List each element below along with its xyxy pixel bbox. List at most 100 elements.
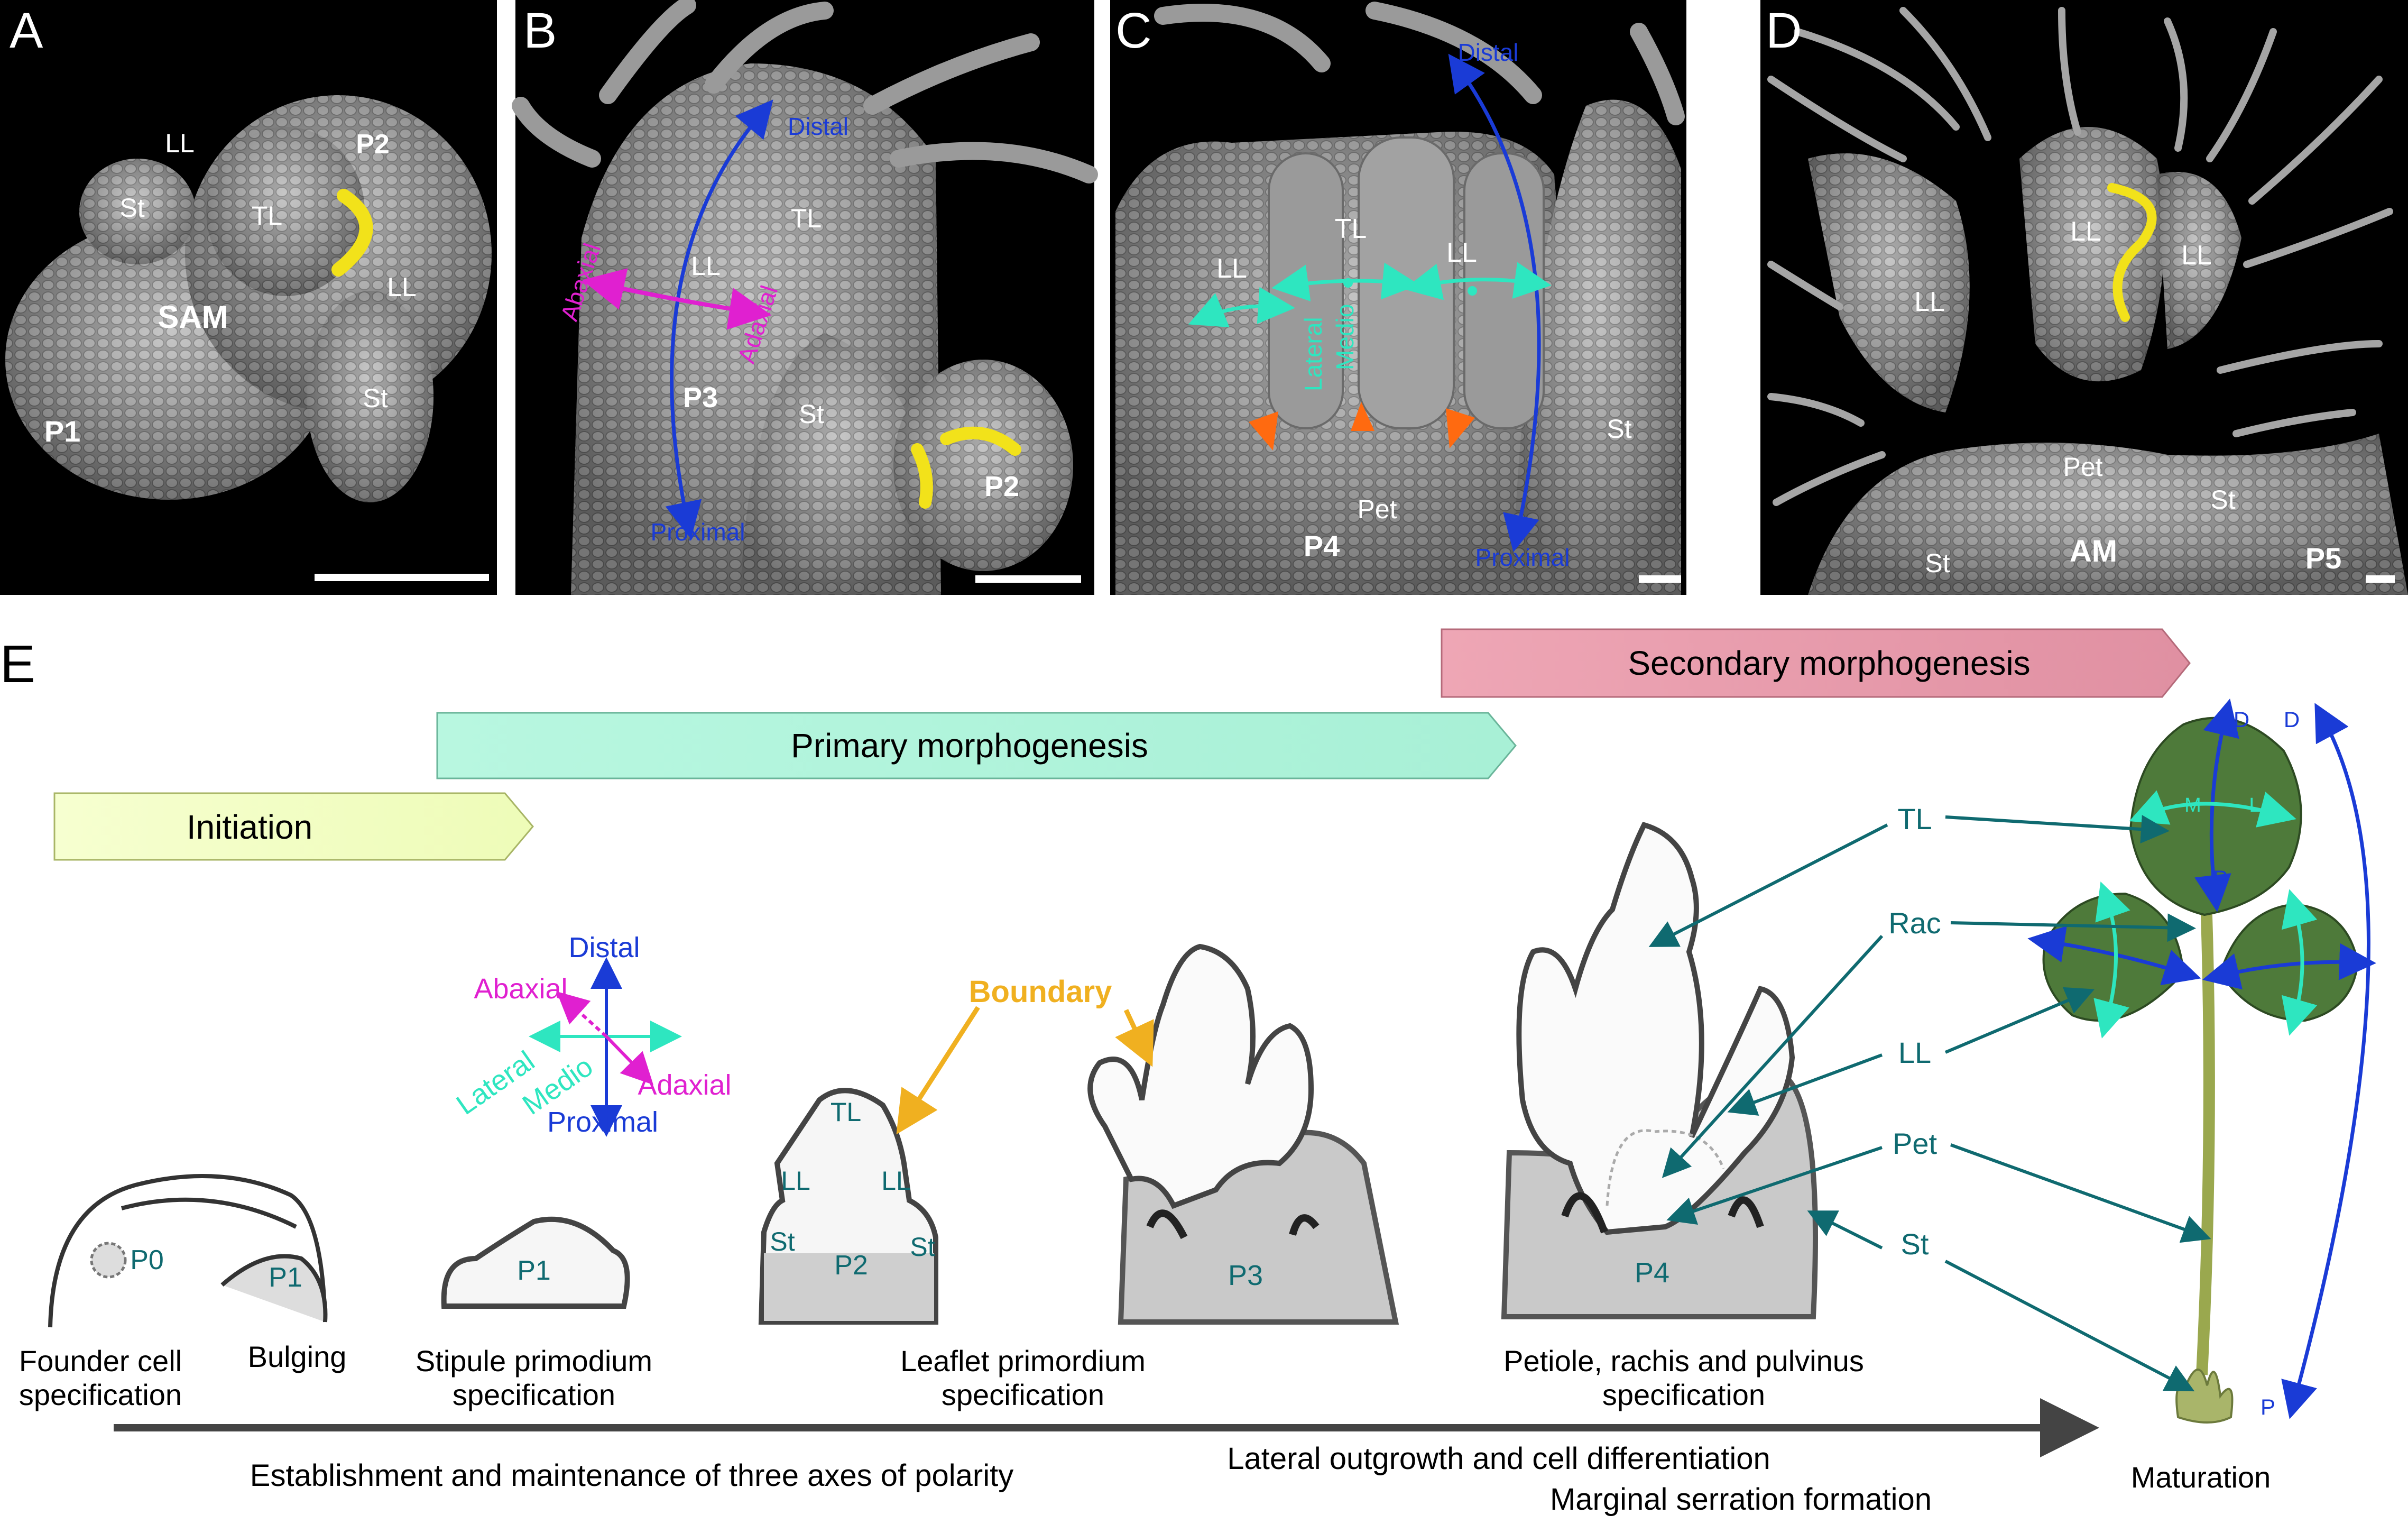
label-d-0: LL: [2070, 216, 2101, 247]
label-c-5: Medio: [1331, 304, 1359, 370]
phase-secondary-label: Secondary morphogenesis: [1628, 644, 2030, 682]
leaf-part-tl: TL: [1897, 802, 1932, 836]
pointer-pet-leaf: [1950, 1143, 2211, 1243]
caption-maturation: Maturation: [2131, 1461, 2271, 1494]
pointer-tl-p4: [1648, 823, 1888, 947]
label-c-9: Proximal: [1475, 544, 1570, 571]
panel-b: B Distal TL Abaxial LL Adaxial P3 St P2 …: [512, 0, 1098, 595]
axis-proximal-label: Proximal: [547, 1106, 658, 1138]
label-c-1: TL: [1335, 214, 1367, 244]
label-a-7: P1: [44, 415, 81, 448]
midrib-dot-c1: [1343, 278, 1353, 288]
pointer-rac-leaf: [1950, 913, 2196, 942]
leaf-axis-d2: D: [2284, 707, 2300, 732]
phase-primary-bar: [436, 712, 1517, 779]
scale-bar-b: [975, 575, 1081, 583]
sinus-arrowhead-c1: [1249, 411, 1278, 451]
label-b-5: P3: [683, 382, 718, 414]
boundary-arrow-1: [896, 1006, 980, 1135]
p4-pulvinus-outline: [1606, 1129, 1725, 1206]
p1-primordium-shape: [441, 1216, 630, 1309]
label-b-0: Distal: [788, 113, 848, 140]
leaf-axis-d1: D: [2234, 707, 2249, 732]
sem-primordium-b: [512, 0, 1098, 595]
label-a-3: TL: [252, 201, 282, 231]
caption-founder-1: Founder cell: [19, 1344, 182, 1378]
p4-sinus-right: [1728, 1196, 1764, 1228]
panel-d: D LL LL LL Pet St St AM P5: [1760, 0, 2408, 595]
label-b-1: TL: [791, 204, 822, 233]
p2-base: [764, 1253, 934, 1321]
label-c-0: Distal: [1457, 39, 1518, 66]
axis-distal-label: Distal: [568, 932, 640, 963]
leaf-axis-p1: P: [2213, 866, 2228, 890]
apex-schematic: [48, 1174, 328, 1328]
scale-bar-a: [315, 574, 489, 581]
panel-a: A LL P2 St TL SAM LL St P1: [0, 0, 497, 595]
panel-c: C Distal TL LL LL Lateral Medio St Pet P…: [1110, 0, 1686, 595]
label-a-5: LL: [387, 272, 417, 302]
caption-bulging: Bulging: [248, 1340, 347, 1373]
stage-p1a-label: P1: [269, 1262, 302, 1293]
caption-stipule-2: specification: [453, 1378, 615, 1411]
sem-apex-a: [5, 95, 492, 502]
pointer-tl-leaf: [1945, 815, 2170, 844]
caption-petiole-2: specification: [1602, 1378, 1765, 1411]
panel-letter-c: C: [1115, 3, 1152, 59]
label-a-0: LL: [165, 128, 195, 158]
boundary-line-b1: [940, 426, 1021, 456]
phase-secondary-bar: [1441, 628, 2191, 698]
axis-abaxial-label: Abaxial: [474, 973, 567, 1005]
p3-leaflets-shape: [1087, 943, 1314, 1209]
stage-st2-label: St: [910, 1232, 935, 1262]
boundary-line-a: [331, 189, 373, 277]
scale-bar-c: [1639, 575, 1681, 583]
pointer-rac-p4: [1662, 934, 1884, 1178]
label-c-4: Lateral: [1299, 317, 1327, 391]
stage-ll2-label: LL: [881, 1166, 911, 1196]
label-a-4: SAM: [158, 299, 228, 335]
tl-ml-arrow: [2129, 790, 2296, 828]
boundary-arrow-2: [1115, 1009, 1154, 1067]
p4-sinus-left: [1561, 1192, 1608, 1234]
scale-bar-d: [2366, 575, 2395, 583]
founder-cell-p0: [90, 1242, 127, 1279]
label-b-6: St: [799, 399, 824, 429]
axis-adaxial-label: Adaxial: [638, 1069, 731, 1101]
timeline-serration: Marginal serration formation: [1550, 1482, 1932, 1517]
p3-sinus-right: [1289, 1214, 1320, 1236]
sinus-arrowhead-c3: [1446, 408, 1475, 448]
phase-initiation-bar: [53, 792, 534, 861]
timeline-outgrowth: Lateral outgrowth and cell differentiati…: [1227, 1442, 1770, 1476]
mature-leaf-illustration: [2042, 717, 2359, 1424]
caption-stipule-1: Stipule primodium: [416, 1344, 652, 1378]
label-c-6: St: [1607, 414, 1631, 444]
p3-sinus-left: [1146, 1209, 1188, 1240]
pointer-pet-p4: [1666, 1146, 1883, 1225]
label-d-1: LL: [2181, 240, 2212, 271]
boundary-line-d: [2107, 183, 2157, 322]
label-c-7: Pet: [1357, 494, 1397, 524]
ll-left-ml-arrow: [2093, 881, 2130, 1039]
caption-leaflet-1: Leaflet primordium: [900, 1344, 1146, 1378]
leaf-axis-l: L: [2249, 794, 2260, 816]
label-d-2: LL: [1914, 287, 1945, 317]
pointer-st-p4: [1807, 1210, 1883, 1250]
label-c-8: P4: [1304, 529, 1340, 563]
boundary-line-b2: [911, 443, 933, 509]
ml-axis-arrow-c1: [1188, 287, 1295, 327]
caption-founder-2: specification: [19, 1378, 182, 1411]
stage-p1b-label: P1: [517, 1255, 551, 1286]
panel-letter-b: B: [523, 3, 557, 59]
stage-p4-label: P4: [1635, 1257, 1669, 1289]
label-d-7: P5: [2305, 541, 2342, 575]
label-a-6: St: [363, 383, 388, 413]
stage-st1-label: St: [770, 1227, 795, 1256]
label-a-2: St: [119, 193, 144, 223]
leaf-part-ll: LL: [1898, 1036, 1931, 1069]
stage-p0-label: P0: [130, 1245, 164, 1275]
leaf-part-st: St: [1901, 1227, 1929, 1261]
sinus-arrowhead-c2: [1351, 402, 1374, 431]
panel-letter-a: A: [10, 3, 43, 59]
label-a-1: P2: [356, 129, 390, 160]
